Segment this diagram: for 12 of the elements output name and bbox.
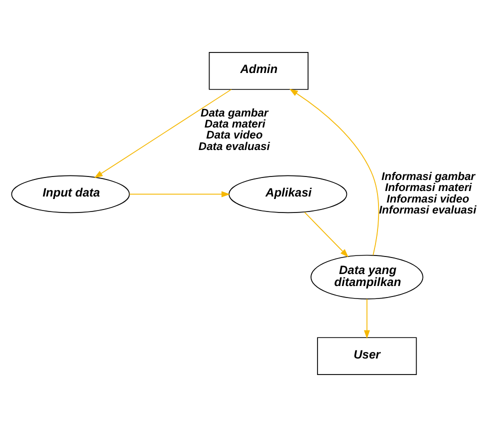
arrow xyxy=(129,190,230,197)
node-ellipse: Data yang ditampilkan xyxy=(310,254,424,299)
node-box: User xyxy=(317,336,417,374)
arrow xyxy=(364,298,370,338)
arrow xyxy=(304,211,349,257)
edge-label: Informasi gambar Informasi materi Informasi video Informasi evaluasi xyxy=(378,170,476,216)
arrow xyxy=(94,88,232,178)
arrow xyxy=(289,88,380,256)
edge-label: Data gambar Data materi Data video Data evaluasi xyxy=(198,106,270,152)
node-ellipse: Input data xyxy=(11,174,130,213)
node-ellipse: Aplikasi xyxy=(228,174,348,213)
node-box: Admin xyxy=(208,52,308,90)
